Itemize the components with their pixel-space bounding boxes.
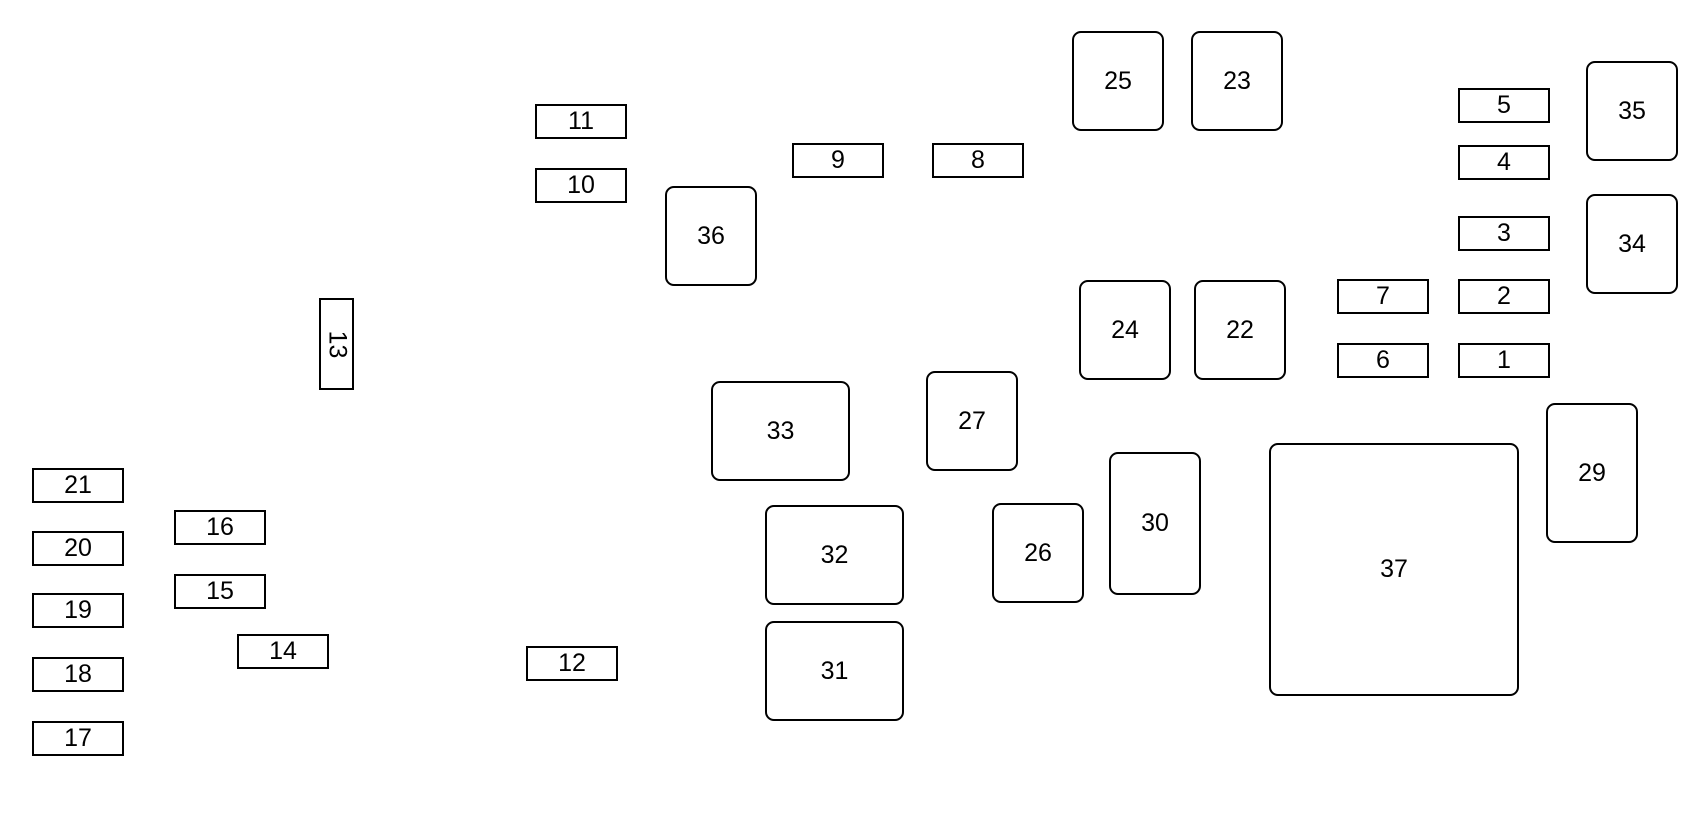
fuse-3-label: 3 xyxy=(1497,219,1511,247)
relay-25: 25 xyxy=(1072,31,1164,131)
fuse-1-label: 1 xyxy=(1497,346,1511,374)
fuse-14-label: 14 xyxy=(269,637,297,665)
fuse-8: 8 xyxy=(932,143,1024,178)
relay-35: 35 xyxy=(1586,61,1678,161)
relay-30-label: 30 xyxy=(1141,509,1169,537)
relay-26-label: 26 xyxy=(1024,538,1052,567)
fuse-9: 9 xyxy=(792,143,884,178)
relay-24-label: 24 xyxy=(1111,315,1139,344)
fuse-5-label: 5 xyxy=(1497,91,1511,119)
fuse-20-label: 20 xyxy=(64,534,92,562)
relay-31: 31 xyxy=(765,621,904,721)
fuse-15-label: 15 xyxy=(206,577,234,605)
relay-35-label: 35 xyxy=(1618,96,1646,125)
fuse-7: 7 xyxy=(1337,279,1429,314)
fuse-19: 19 xyxy=(32,593,124,628)
relay-36: 36 xyxy=(665,186,757,286)
fuse-13-label: 13 xyxy=(323,330,351,358)
relay-32: 32 xyxy=(765,505,904,605)
fuse-10-label: 10 xyxy=(567,171,595,199)
relay-36-label: 36 xyxy=(697,221,725,250)
fuse-12: 12 xyxy=(526,646,618,681)
fuse-14: 14 xyxy=(237,634,329,669)
fuse-20: 20 xyxy=(32,531,124,566)
fuse-17: 17 xyxy=(32,721,124,756)
fuse-4-label: 4 xyxy=(1497,148,1511,176)
fuse-10: 10 xyxy=(535,168,627,203)
fuse-21: 21 xyxy=(32,468,124,503)
fuse-12-label: 12 xyxy=(558,649,586,677)
relay-22: 22 xyxy=(1194,280,1286,380)
fuse-1: 1 xyxy=(1458,343,1550,378)
relay-37: 37 xyxy=(1269,443,1519,696)
fuse-8-label: 8 xyxy=(971,146,985,174)
relay-33: 33 xyxy=(711,381,850,481)
fuse-3: 3 xyxy=(1458,216,1550,251)
relay-23: 23 xyxy=(1191,31,1283,131)
fuse-16-label: 16 xyxy=(206,513,234,541)
fuse-16: 16 xyxy=(174,510,266,545)
relay-27: 27 xyxy=(926,371,1018,471)
fuse-11: 11 xyxy=(535,104,627,139)
relay-26: 26 xyxy=(992,503,1084,603)
fuse-11-label: 11 xyxy=(568,107,594,135)
relay-34: 34 xyxy=(1586,194,1678,294)
relay-32-label: 32 xyxy=(820,540,849,569)
fuse-2-label: 2 xyxy=(1497,282,1511,310)
relay-31-label: 31 xyxy=(820,656,849,685)
relay-23-label: 23 xyxy=(1223,66,1251,95)
relay-27-label: 27 xyxy=(958,406,986,435)
relay-33-label: 33 xyxy=(766,416,795,445)
fuse-6: 6 xyxy=(1337,343,1429,378)
relay-22-label: 22 xyxy=(1226,315,1254,344)
relay-30: 30 xyxy=(1109,452,1201,595)
fuse-6-label: 6 xyxy=(1376,346,1390,374)
relay-29: 29 xyxy=(1546,403,1638,543)
fuse-21-label: 21 xyxy=(64,471,92,499)
fuse-18: 18 xyxy=(32,657,124,692)
relay-34-label: 34 xyxy=(1618,229,1646,258)
fuse-15: 15 xyxy=(174,574,266,609)
fuse-13: 13 xyxy=(319,298,354,390)
fuse-19-label: 19 xyxy=(64,596,92,624)
fuse-4: 4 xyxy=(1458,145,1550,180)
fuse-17-label: 17 xyxy=(64,724,92,752)
relay-25-label: 25 xyxy=(1104,66,1132,95)
fuse-18-label: 18 xyxy=(64,660,92,688)
fuse-5: 5 xyxy=(1458,88,1550,123)
relay-29-label: 29 xyxy=(1578,458,1606,487)
relay-24: 24 xyxy=(1079,280,1171,380)
fuse-2: 2 xyxy=(1458,279,1550,314)
fuse-7-label: 7 xyxy=(1376,282,1390,310)
fuse-9-label: 9 xyxy=(831,146,845,174)
relay-37-label: 37 xyxy=(1380,555,1408,583)
